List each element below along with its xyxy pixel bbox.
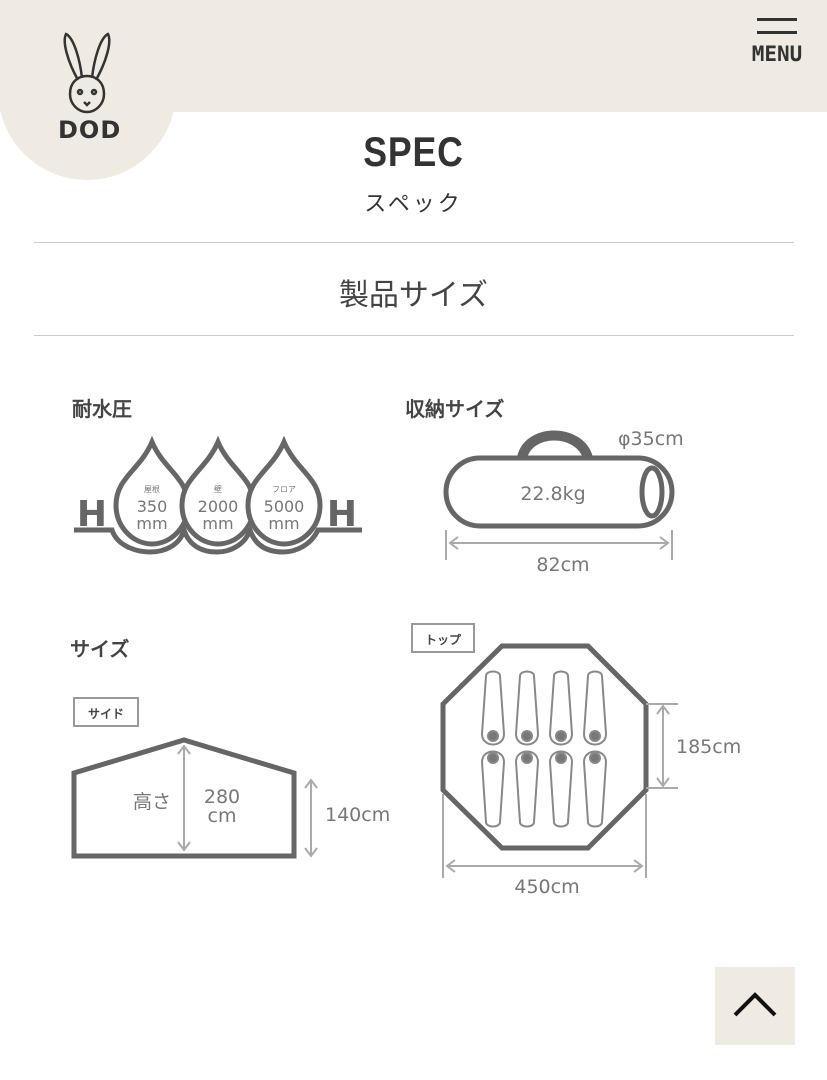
sleeping-bag-icon bbox=[582, 750, 608, 828]
sleeping-bag-icon bbox=[514, 670, 540, 746]
sleeping-bag-icon bbox=[480, 670, 506, 746]
sleeper-head-icon bbox=[589, 730, 601, 742]
height-value: 280 bbox=[204, 786, 240, 808]
section-heading: 製品サイズ bbox=[338, 278, 489, 313]
side-tag-label: サイド bbox=[88, 707, 124, 721]
logo-text: DOD bbox=[58, 116, 122, 144]
hamburger-line bbox=[757, 31, 797, 34]
drop-floor: フロア 5000 mm bbox=[264, 485, 305, 533]
drop-unit: mm bbox=[136, 514, 167, 533]
rabbit-logo-icon bbox=[63, 32, 111, 114]
page-subtitle: スペック bbox=[364, 192, 463, 217]
storage-size-label: 収納サイズ bbox=[405, 397, 505, 421]
drop-unit: mm bbox=[202, 514, 233, 533]
height-label: 高さ bbox=[133, 791, 171, 813]
top-view-diagram bbox=[440, 643, 678, 878]
menu-label: MENU bbox=[751, 42, 803, 66]
top-depth: 185cm bbox=[676, 736, 741, 758]
sleeping-bag-icon bbox=[548, 670, 574, 746]
sleeping-bag-icon bbox=[548, 750, 574, 828]
sleeping-bag-icon bbox=[480, 750, 506, 828]
sleeper-head-icon bbox=[589, 752, 601, 764]
sleeper-head-icon bbox=[555, 730, 567, 742]
menu-button[interactable]: MENU bbox=[745, 18, 809, 66]
drop-value: 2000 bbox=[198, 497, 239, 516]
sleeper-head-icon bbox=[487, 730, 499, 742]
side-view-diagram bbox=[71, 737, 318, 859]
sleeper-head-icon bbox=[555, 752, 567, 764]
side-tag bbox=[73, 697, 139, 727]
drop-value: 5000 bbox=[264, 497, 305, 516]
side-wall-height: 140cm bbox=[325, 804, 390, 826]
sleeper-head-icon bbox=[521, 730, 533, 742]
h-mark-left: H bbox=[77, 494, 107, 535]
bag-diameter: φ35cm bbox=[618, 428, 684, 450]
divider bbox=[34, 335, 794, 336]
drop-part: フロア bbox=[272, 485, 296, 494]
size-label: サイズ bbox=[70, 637, 130, 661]
bag-length: 82cm bbox=[536, 554, 589, 576]
height-unit: cm bbox=[208, 805, 237, 827]
drop-part: 壁 bbox=[214, 484, 222, 494]
drop-value: 350 bbox=[137, 497, 168, 516]
logo[interactable] bbox=[0, 2, 176, 180]
chevron-up-icon bbox=[733, 992, 777, 1017]
h-mark-right: H bbox=[327, 494, 357, 535]
sleeper-head-icon bbox=[521, 752, 533, 764]
top-width: 450cm bbox=[514, 876, 579, 898]
drop-unit: mm bbox=[268, 514, 299, 533]
water-pressure-diagram bbox=[74, 435, 362, 555]
divider bbox=[34, 242, 794, 243]
bag-weight: 22.8kg bbox=[520, 483, 585, 505]
back-to-top-button[interactable] bbox=[715, 967, 795, 1045]
page-title: SPEC bbox=[363, 128, 464, 175]
sleeper-head-icon bbox=[487, 752, 499, 764]
water-pressure-label: 耐水圧 bbox=[72, 397, 132, 421]
sleeping-bag-icon bbox=[582, 670, 608, 746]
top-tag-label: トップ bbox=[425, 632, 462, 647]
hamburger-icon bbox=[757, 18, 797, 21]
sleeping-bag-icon bbox=[514, 750, 540, 828]
drop-wall: 壁 2000 mm bbox=[198, 484, 239, 533]
storage-bag-diagram bbox=[443, 430, 675, 560]
top-tag bbox=[411, 623, 475, 653]
drop-roof: 屋根 350 mm bbox=[136, 484, 167, 533]
drop-part: 屋根 bbox=[144, 484, 160, 494]
